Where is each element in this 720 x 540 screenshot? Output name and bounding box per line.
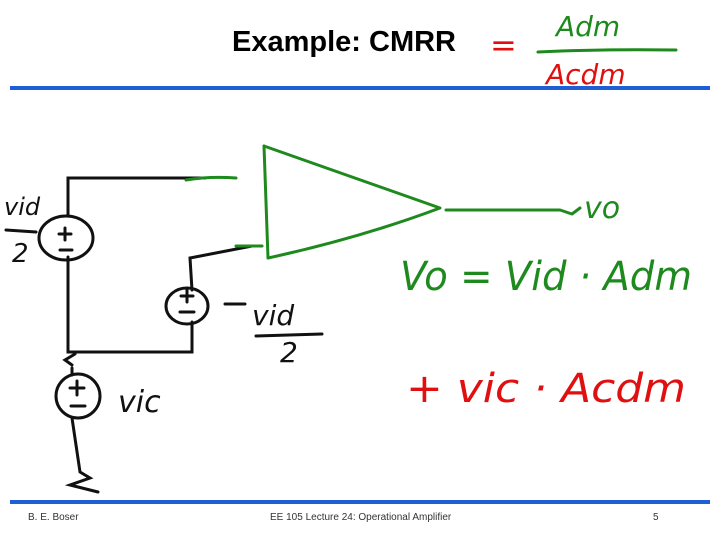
bottom-divider (10, 500, 710, 504)
vid-top-fraction-bar (4, 228, 38, 234)
source-vid-half-top (37, 214, 95, 262)
circuit-wiring (62, 176, 254, 494)
op-amp-symbol (184, 144, 582, 260)
vid-half-fraction-bar (254, 332, 324, 338)
a-cdm-denominator: Acdm (544, 58, 626, 91)
vid-label-top: vid (4, 193, 41, 221)
equation-line-1: Vo = Vid · Adm (400, 254, 692, 300)
vic-label: vic (118, 385, 161, 420)
cmrr-equals-sign: = (490, 26, 517, 64)
top-divider (10, 86, 710, 90)
a-dm-numerator: Adm (554, 10, 620, 43)
source-vic (54, 372, 102, 420)
fraction-bar (536, 48, 678, 54)
footer-course-title: EE 105 Lecture 24: Operational Amplifier (270, 512, 452, 523)
vid-half-label-top: vid (252, 299, 294, 332)
vid-half-label-bottom: 2 (280, 336, 298, 369)
output-label: vo (584, 191, 620, 226)
slide-title: Example: CMRR (232, 26, 456, 58)
equation-line-2: + vic · Acdm (406, 366, 686, 412)
vid-label-bottom: 2 (12, 239, 29, 269)
page-number: 5 (653, 512, 659, 523)
footer-author: B. E. Boser (28, 512, 79, 523)
source-vid-half-middle (164, 286, 210, 326)
